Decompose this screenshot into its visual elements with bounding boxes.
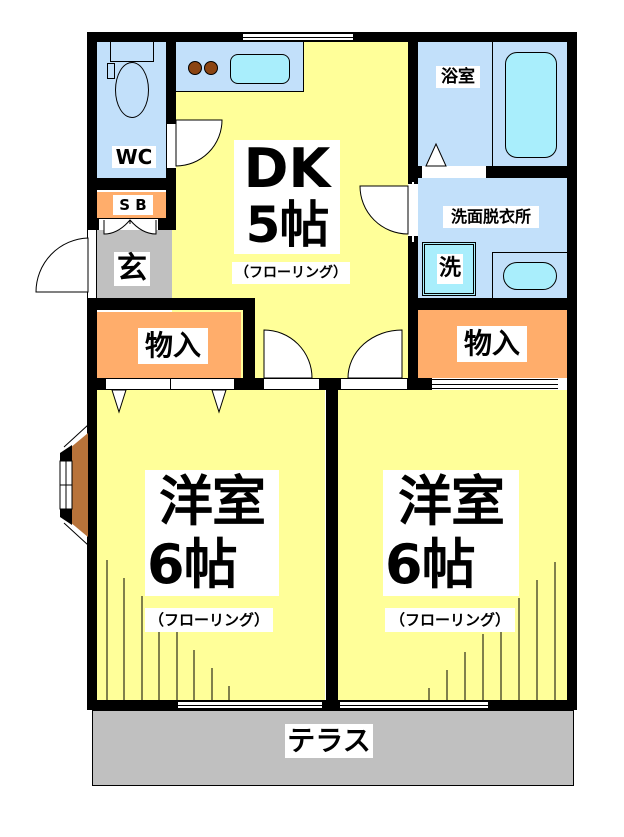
entrance-label: 玄 — [114, 252, 150, 286]
washroom-door-swing-icon — [359, 185, 409, 235]
washbasin-counter — [492, 252, 568, 300]
wall-closet-left-bottom — [87, 378, 105, 390]
sb-label: S B — [113, 195, 153, 215]
toilet-tank-icon — [110, 42, 154, 62]
wall-bath-bottom-left — [408, 166, 422, 178]
dk-label-line2: 5帖 — [234, 196, 340, 254]
bay-window-icon — [59, 424, 89, 546]
wc-door-swing-icon — [175, 119, 223, 167]
closet-left-door-swing-icon — [111, 389, 227, 414]
stove-burner-icon — [204, 61, 218, 75]
wc-door-opening[interactable] — [166, 124, 176, 168]
washbasin-icon — [503, 262, 557, 290]
closet-right-sliding-door[interactable] — [432, 379, 558, 389]
sb-bifold-door-icon — [103, 219, 157, 235]
western-room-left-label-line2: 6帖 — [145, 534, 279, 596]
wall-wc-bottom — [87, 178, 176, 190]
western-room-right-label-line2: 6帖 — [383, 534, 519, 596]
closet-left-label: 物入 — [138, 328, 208, 364]
dk-label-line1: DK — [234, 140, 340, 198]
wall-sb-bottom-right — [158, 218, 176, 230]
kitchen-counter — [176, 42, 304, 92]
entrance-door-swing-icon — [35, 237, 89, 293]
wall-closet-left-right — [243, 298, 255, 390]
flooring-pattern-right — [428, 562, 556, 702]
washing-machine-label: 洗 — [437, 254, 463, 284]
room-right-window — [340, 701, 488, 709]
bathtub-icon — [505, 52, 557, 158]
wall-wc-right-lower — [166, 168, 176, 218]
closet-right-label: 物入 — [457, 326, 527, 362]
flooring-pattern-left — [106, 560, 230, 700]
wall-bath-bottom — [486, 166, 577, 178]
wall-right — [567, 32, 577, 710]
kitchen-window — [243, 33, 353, 41]
closet-left-door-divider — [170, 378, 171, 390]
room-left-window — [178, 701, 322, 709]
wall-closet-left-top — [87, 298, 255, 310]
wc-label: WC — [112, 146, 156, 168]
western-room-left-label-line1: 洋室 — [145, 470, 279, 534]
bath-door-opening[interactable] — [422, 166, 486, 178]
toilet-bowl-icon — [115, 62, 149, 118]
wall-sb-bottom — [87, 218, 99, 230]
washroom-label: 洗面脱衣所 — [443, 206, 539, 228]
wall-center — [326, 378, 338, 710]
western-room-right-label-line1: 洋室 — [383, 470, 519, 534]
dk-flooring-label: （フローリング） — [232, 262, 350, 284]
kitchen-sink-icon — [230, 54, 290, 84]
bath-door-swing-icon — [425, 142, 447, 167]
room-left-door-swing-icon — [263, 329, 313, 379]
wall-left-upper — [87, 32, 97, 230]
wall-closet-left-bottom-r — [235, 378, 263, 390]
wall-washroom-bottom — [408, 298, 577, 310]
bathtub-area — [492, 42, 568, 166]
wall-closet-right-bottom — [408, 378, 432, 390]
wall-left-lower — [87, 298, 97, 710]
room-right-door-swing-icon — [347, 329, 403, 379]
wall-dk-right-lower — [408, 236, 418, 390]
washroom-window — [412, 182, 414, 242]
western-room-right-flooring-label: （フローリング） — [385, 608, 515, 632]
bath-label: 浴室 — [436, 66, 480, 88]
terrace-label: テラス — [285, 724, 373, 758]
stove-burner-icon — [188, 61, 202, 75]
toilet-paper-icon — [107, 63, 115, 79]
wall-wc-right — [166, 32, 176, 124]
western-room-left-flooring-label: （フローリング） — [145, 608, 273, 632]
wall-dk-right — [408, 32, 418, 184]
